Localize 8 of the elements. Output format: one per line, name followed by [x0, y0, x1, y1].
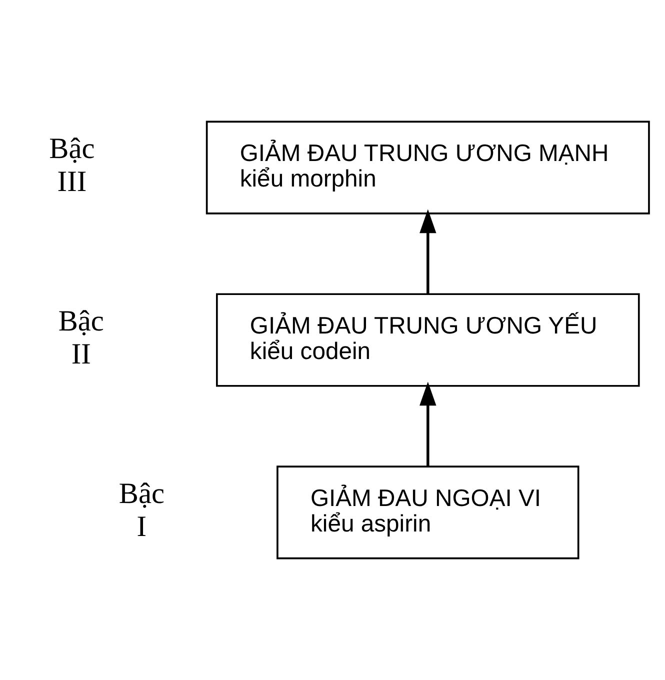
- node-label: Bậc II: [58, 305, 104, 370]
- node-label: Bậc III: [49, 133, 95, 198]
- node-box: GIẢM ĐAU TRUNG ƯƠNG MẠNH kiểu morphin: [206, 120, 650, 214]
- node-box: GIẢM ĐAU NGOẠI VI kiểu aspirin: [276, 466, 580, 560]
- arrow: [420, 382, 436, 466]
- arrow: [420, 209, 436, 294]
- node-box: GIẢM ĐAU TRUNG ƯƠNG YẾU kiểu codein: [216, 293, 640, 387]
- node-label: Bậc I: [118, 478, 165, 543]
